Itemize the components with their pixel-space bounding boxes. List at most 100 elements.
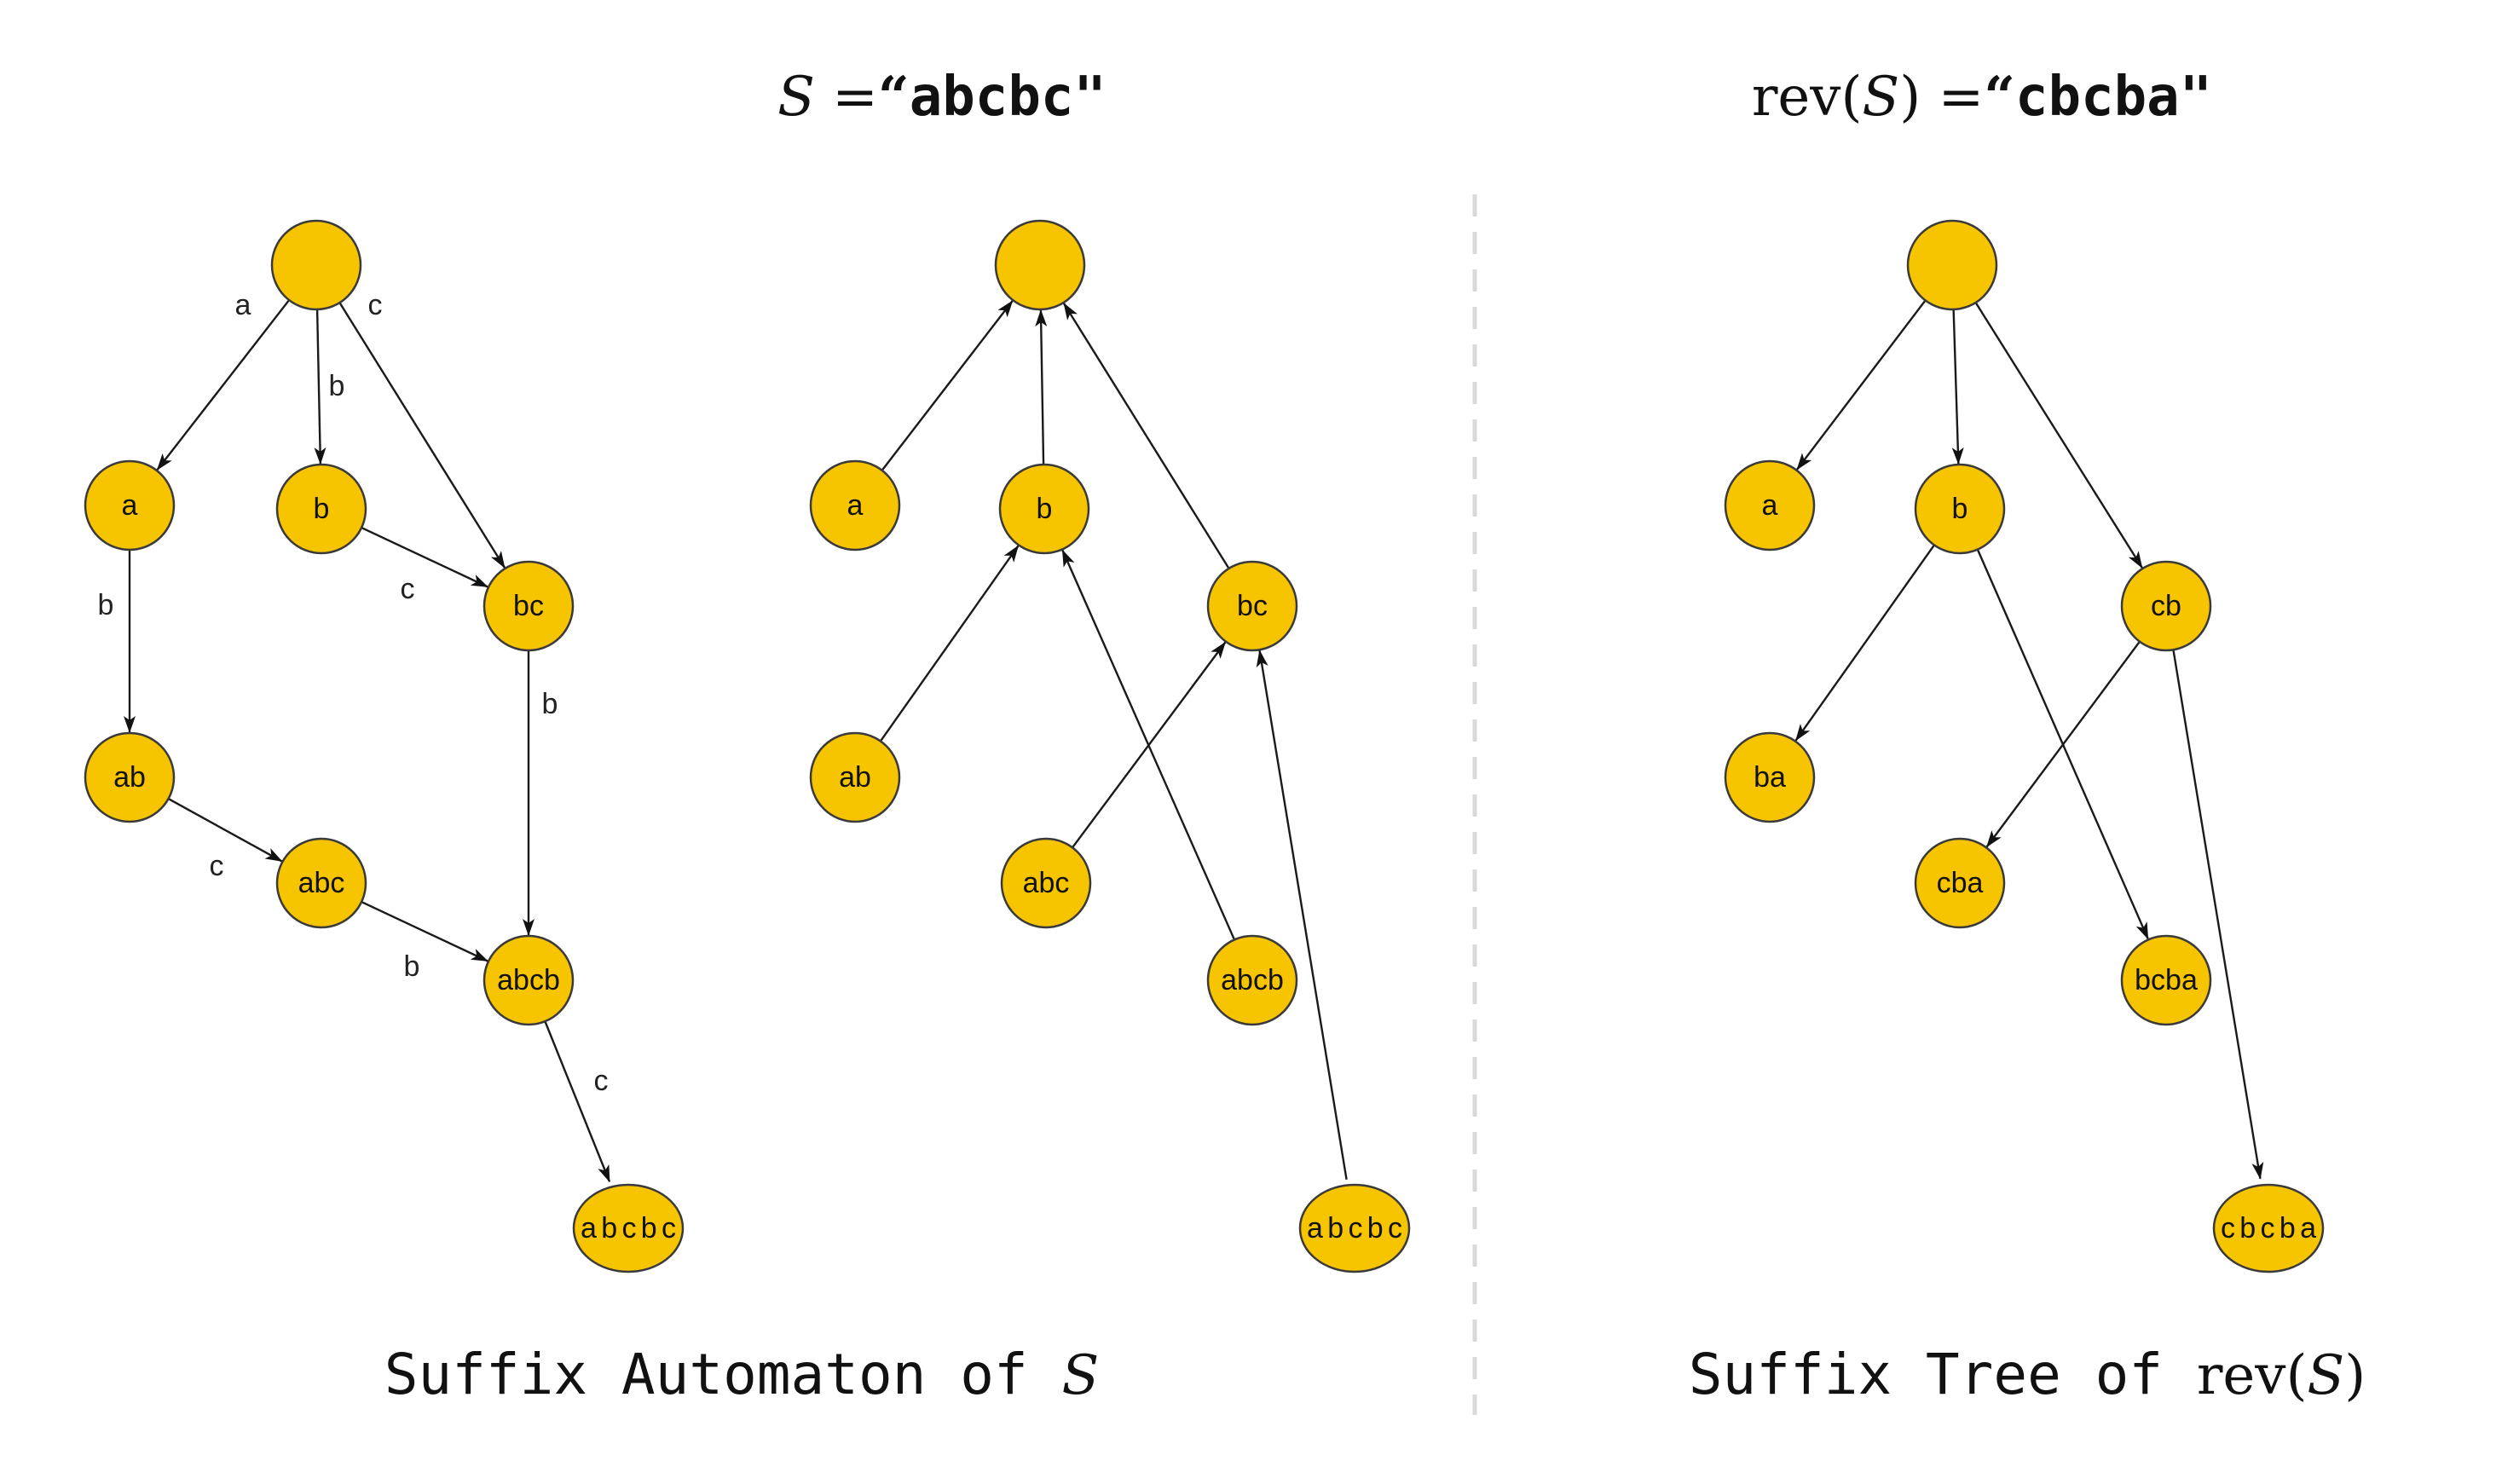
suffix-links-node-abc: abc	[1000, 837, 1092, 929]
node-shape	[270, 219, 362, 311]
node-label: b	[314, 493, 330, 525]
suffix-links-node-a: a	[809, 459, 901, 551]
node-label: abcb	[1221, 964, 1284, 996]
automaton-node-abcbc: abcbc	[572, 1183, 685, 1273]
left-title-var: S	[777, 66, 815, 129]
edge-root-to-cb	[1974, 302, 2143, 569]
suffix-tree-node-bcba: bcba	[2120, 934, 2212, 1026]
node-label: ab	[839, 761, 871, 794]
node-shape	[482, 934, 575, 1026]
node-label: cb	[2151, 590, 2181, 622]
suffix-links-node-b: b	[998, 463, 1090, 555]
node-label: abc	[1023, 867, 1070, 899]
edge-label-root-to-b: b	[329, 370, 345, 402]
node-shape	[1724, 731, 1816, 823]
node-shape	[1724, 459, 1816, 551]
node-label: ba	[1754, 761, 1786, 794]
left-title-open-quote: “	[878, 65, 910, 129]
node-label: bcba	[2135, 964, 2198, 996]
node-shape	[2120, 934, 2212, 1026]
suffix-tree-node-b: b	[1914, 463, 2006, 555]
right-title-close: )	[1899, 66, 1921, 129]
edge-b-to-ba	[1794, 544, 1935, 742]
node-label: abcb	[497, 964, 560, 996]
node-shape	[809, 459, 901, 551]
suffix-links-node-root	[994, 219, 1086, 311]
edge-root-to-bc	[338, 302, 506, 569]
right-title: rev(S) =“cbcba"	[1752, 65, 2212, 129]
node-shape	[994, 219, 1086, 311]
edge-label-abc-to-abcb: b	[404, 950, 420, 983]
node-shape	[1206, 934, 1298, 1026]
edge-label-bc-to-abcb: b	[542, 688, 558, 720]
automaton-node-abc: abc	[275, 837, 367, 929]
node-label: cba	[1937, 867, 1984, 899]
node-shape	[84, 731, 176, 823]
node-shape	[1914, 463, 2006, 555]
node-label: ab	[113, 761, 146, 794]
edge-abcbc-to-bc	[1256, 650, 1348, 1180]
right-title-eq: =	[1921, 66, 1984, 129]
edge-ab-to-b	[879, 545, 1020, 742]
suffix-links-node-ab: ab	[809, 731, 901, 823]
node-shape	[1206, 560, 1298, 652]
node-label: abcbc	[1307, 1212, 1402, 1244]
node-shape	[1906, 219, 1998, 311]
automaton-node-b: b	[275, 463, 367, 555]
right-caption-text: Suffix Tree of	[1689, 1342, 2197, 1407]
right-caption-var: S	[2307, 1344, 2344, 1407]
edge-root-to-a	[156, 299, 291, 471]
node-shape	[998, 463, 1090, 555]
node-label: bc	[1237, 590, 1268, 622]
right-caption-func: rev(	[2197, 1344, 2308, 1407]
edge-abc-to-abcb	[361, 900, 488, 962]
edge-label-b-to-bc: c	[401, 573, 415, 605]
node-shape	[809, 731, 901, 823]
automaton-node-root	[270, 219, 362, 311]
edge-label-root-to-bc: c	[368, 289, 383, 321]
right-caption-close: )	[2344, 1344, 2366, 1407]
automaton-node-abcb: abcb	[482, 934, 575, 1026]
node-shape	[275, 837, 367, 929]
edge-label-a-to-ab: b	[98, 589, 114, 621]
edge-cb-to-cbcba	[2172, 650, 2264, 1180]
left-caption: Suffix Automaton of S	[384, 1342, 1100, 1407]
node-shape	[572, 1183, 685, 1273]
edge-abc-to-bc	[1072, 641, 1227, 849]
right-title-value: cbcba	[2015, 66, 2180, 129]
node-shape	[1298, 1183, 1411, 1273]
node-label: a	[122, 489, 138, 522]
suffix-links-node-abcbc: abcbc	[1298, 1183, 1411, 1273]
edge-root-to-b	[1951, 309, 1964, 465]
edge-label-root-to-a: a	[235, 289, 251, 321]
edge-abcb-to-abcbc	[544, 1020, 611, 1183]
edge-label-ab-to-abc: c	[210, 850, 224, 882]
suffix-tree-node-root	[1906, 219, 1998, 311]
suffix-links-node-bc: bc	[1206, 560, 1298, 652]
node-label: abcbc	[581, 1212, 676, 1244]
edge-b-to-bc	[361, 526, 488, 588]
node-shape	[2212, 1183, 2325, 1273]
node-shape	[1000, 837, 1092, 929]
right-title-open-quote: “	[1984, 65, 2015, 129]
edge-root-to-a	[1796, 299, 1927, 471]
left-caption-var: S	[1061, 1344, 1099, 1407]
edge-b-to-root	[1035, 309, 1048, 465]
left-title: S =“abcbc"	[777, 65, 1107, 129]
node-shape	[1914, 837, 2006, 929]
edge-bc-to-root	[1062, 303, 1230, 569]
automaton-node-bc: bc	[482, 560, 575, 652]
node-label: b	[1952, 493, 1968, 525]
suffix-links-node-abcb: abcb	[1206, 934, 1298, 1026]
node-label: a	[1762, 489, 1778, 522]
right-title-close-quote: "	[2180, 66, 2213, 129]
node-label: b	[1037, 493, 1053, 525]
edge-a-to-root	[881, 300, 1014, 471]
node-label: a	[847, 489, 864, 522]
node-shape	[2120, 560, 2212, 652]
right-caption: Suffix Tree of rev(S)	[1689, 1342, 2366, 1407]
